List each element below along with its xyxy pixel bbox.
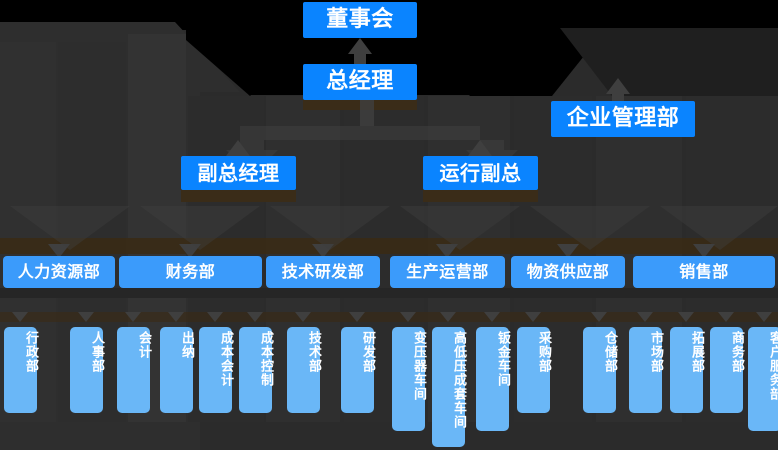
node-deputy-general-manager[interactable]: 副总经理 (181, 156, 296, 190)
node-warehouse-office[interactable]: 仓储部 (583, 327, 617, 413)
node-market-office[interactable]: 市场部 (629, 327, 663, 413)
node-cost-control-label: 成本控制 (258, 331, 273, 387)
node-general-manager[interactable]: 总经理 (303, 64, 417, 100)
node-cashier[interactable]: 出纳 (160, 327, 194, 413)
node-board[interactable]: 董事会 (303, 2, 417, 38)
node-rnd-dept[interactable]: 技术研发部 (266, 256, 380, 288)
node-purchasing-office-label: 采购部 (536, 331, 551, 373)
node-development-office-label: 研发部 (360, 331, 375, 373)
node-cost-control[interactable]: 成本控制 (239, 327, 273, 413)
node-production-dept-label: 生产运营部 (406, 261, 489, 281)
node-purchasing-office[interactable]: 采购部 (517, 327, 551, 413)
node-transformer-workshop[interactable]: 变压器车间 (392, 327, 426, 431)
node-admin-office-label: 行政部 (23, 331, 38, 373)
node-personnel-office-label: 人事部 (89, 331, 104, 373)
node-switchgear-workshop[interactable]: 高低压成套车间 (432, 327, 466, 447)
node-development-office[interactable]: 研发部 (341, 327, 375, 413)
node-market-office-label: 市场部 (648, 331, 663, 373)
node-operations-vp-label: 运行副总 (439, 160, 522, 185)
node-general-manager-label: 总经理 (326, 69, 394, 95)
node-business-office[interactable]: 商务部 (710, 327, 744, 413)
node-business-office-label: 商务部 (729, 331, 744, 373)
node-customer-service-office-label: 客户服务部 (767, 331, 778, 401)
node-cost-accounting[interactable]: 成本会计 (199, 327, 233, 413)
node-finance-dept-label: 财务部 (165, 261, 216, 281)
node-board-label: 董事会 (326, 7, 394, 33)
node-sales-dept[interactable]: 销售部 (633, 256, 775, 288)
node-technology-office-label: 技术部 (306, 331, 321, 373)
node-expansion-office[interactable]: 拓展部 (670, 327, 704, 413)
node-expansion-office-label: 拓展部 (689, 331, 704, 373)
node-production-dept[interactable]: 生产运营部 (390, 256, 505, 288)
node-enterprise-management[interactable]: 企业管理部 (551, 101, 695, 137)
node-supply-dept[interactable]: 物资供应部 (511, 256, 625, 288)
node-sheetmetal-workshop[interactable]: 钣金车间 (476, 327, 510, 431)
node-finance-dept[interactable]: 财务部 (119, 256, 262, 288)
node-enterprise-management-label: 企业管理部 (566, 106, 680, 132)
node-supply-dept-label: 物资供应部 (526, 261, 610, 281)
node-sheetmetal-workshop-label: 钣金车间 (495, 331, 510, 387)
node-customer-service-office[interactable]: 客户服务部 (748, 327, 778, 431)
node-switchgear-workshop-label: 高低压成套车间 (451, 331, 466, 429)
node-accounting-label: 会计 (136, 331, 151, 359)
node-accounting[interactable]: 会计 (117, 327, 151, 413)
node-transformer-workshop-label: 变压器车间 (411, 331, 426, 401)
node-rnd-dept-label: 技术研发部 (281, 261, 365, 281)
node-deputy-general-manager-label: 副总经理 (197, 160, 280, 185)
node-cost-accounting-label: 成本会计 (218, 331, 233, 387)
node-personnel-office[interactable]: 人事部 (70, 327, 104, 413)
node-hr-dept[interactable]: 人力资源部 (3, 256, 115, 288)
node-hr-dept-label: 人力资源部 (17, 261, 101, 281)
node-technology-office[interactable]: 技术部 (287, 327, 321, 413)
node-sales-dept-label: 销售部 (679, 261, 729, 281)
node-admin-office[interactable]: 行政部 (4, 327, 38, 413)
node-operations-vp[interactable]: 运行副总 (423, 156, 538, 190)
node-warehouse-office-label: 仓储部 (602, 331, 617, 373)
node-cashier-label: 出纳 (179, 331, 194, 359)
